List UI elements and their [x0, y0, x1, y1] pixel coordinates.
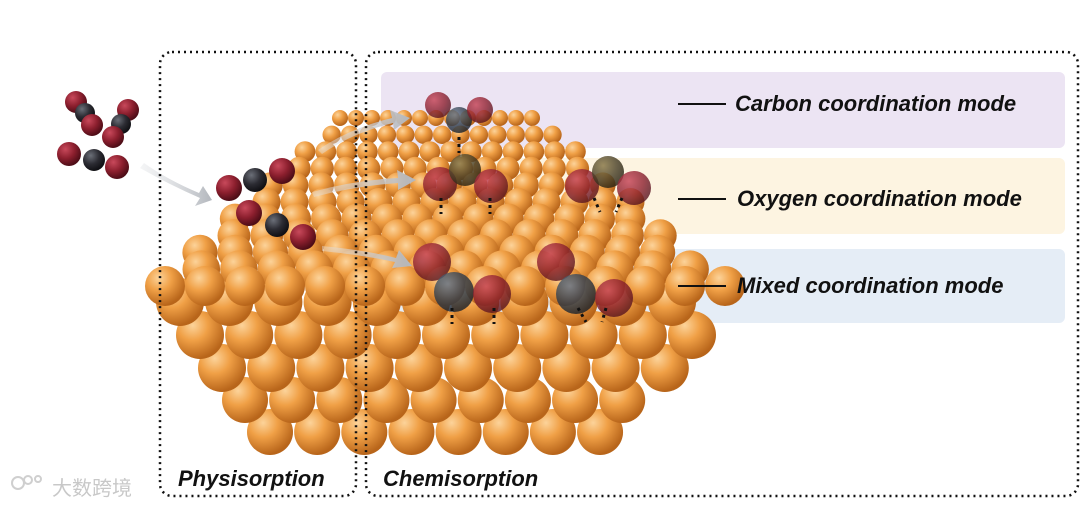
- co2-molecules: [57, 91, 651, 317]
- watermark-logo-icon: [11, 475, 42, 490]
- co2-molecule-icon: [57, 142, 129, 179]
- copper-atom: [543, 125, 562, 144]
- oxygen-atom: [467, 97, 493, 123]
- mixed-mode-label: Mixed coordination mode: [737, 273, 1004, 298]
- oxygen-atom: [423, 167, 457, 201]
- co2-molecule-icon: [537, 243, 633, 317]
- copper-atom: [482, 409, 529, 455]
- adsorption-arrow-icon: [318, 110, 410, 154]
- carbon-atom: [265, 213, 289, 237]
- copper-atom: [388, 409, 435, 455]
- oxygen-atom: [595, 279, 633, 317]
- oxygen-atom: [565, 169, 599, 203]
- oxygen-atom: [216, 175, 242, 201]
- co2-molecule-icon: [565, 156, 651, 205]
- co2-molecule-icon: [102, 99, 139, 148]
- co2-molecule-icon: [236, 200, 316, 250]
- oxygen-atom: [425, 92, 451, 118]
- oxygen-atom: [102, 126, 124, 148]
- copper-atom: [414, 125, 433, 144]
- copper-atom: [247, 409, 293, 455]
- chemisorption-box: [364, 50, 1080, 498]
- co2-molecule-icon: [65, 91, 103, 136]
- chemisorption-label: Chemisorption: [383, 466, 539, 491]
- copper-atom: [565, 141, 586, 163]
- copper-atom: [625, 266, 665, 306]
- copper-atom: [265, 266, 305, 306]
- copper-atom: [524, 125, 544, 144]
- copper-atom: [412, 110, 428, 126]
- copper-atom: [332, 110, 348, 126]
- copper-atom: [145, 266, 185, 306]
- copper-atom: [341, 409, 388, 455]
- adsorption-arrow-icon: [312, 170, 416, 197]
- oxygen-atom: [617, 171, 651, 205]
- copper-atom: [524, 110, 540, 126]
- oxygen-atom: [537, 243, 575, 281]
- copper-atom: [481, 141, 503, 163]
- copper-atom: [377, 141, 399, 163]
- watermark-text: 大数跨境: [52, 476, 132, 500]
- copper-atom: [398, 141, 420, 163]
- physisorption-label: Physisorption: [178, 466, 325, 491]
- copper-atom: [225, 266, 265, 306]
- carbon-atom: [592, 156, 624, 188]
- carbon-atom: [243, 168, 267, 192]
- copper-atom: [185, 266, 225, 306]
- oxygen-atom: [269, 158, 295, 184]
- oxygen-atom: [473, 275, 511, 313]
- carbon-mode-label: Carbon coordination mode: [735, 91, 1017, 116]
- oxygen-atom: [413, 243, 451, 281]
- copper-atom: [508, 110, 524, 126]
- physisorption-box: [158, 50, 358, 498]
- co2-molecule-icon: [216, 158, 295, 201]
- copper-atom: [336, 141, 357, 163]
- adsorption-arrows: [140, 110, 416, 268]
- copper-atom: [348, 110, 364, 126]
- copper-atom: [529, 409, 576, 455]
- oxygen-atom: [81, 114, 103, 136]
- copper-atom: [505, 266, 545, 306]
- copper-atom: [577, 409, 624, 455]
- carbon-atom: [434, 272, 474, 312]
- oxygen-mode-label: Oxygen coordination mode: [737, 186, 1022, 211]
- copper-atom: [305, 266, 345, 306]
- oxygen-atom: [105, 155, 129, 179]
- copper-atom: [502, 141, 524, 163]
- carbon-atom: [83, 149, 105, 171]
- copper-atom: [523, 141, 545, 163]
- oxygen-atom: [57, 142, 81, 166]
- co2-molecule-icon: [425, 92, 493, 133]
- co2-molecule-icon: [413, 243, 511, 313]
- co2-molecule-icon: [423, 154, 508, 203]
- copper-atom: [488, 125, 507, 144]
- coordination-bonds: [439, 137, 624, 324]
- copper-atom: [469, 125, 489, 144]
- carbon-atom: [556, 274, 596, 314]
- copper-atom: [377, 125, 397, 144]
- carbon-atom: [446, 107, 472, 133]
- adsorption-arrow-icon: [322, 246, 412, 268]
- oxygen-atom: [236, 200, 262, 226]
- copper-atom: [435, 409, 482, 455]
- copper-atom: [364, 110, 380, 126]
- adsorption-arrow-icon: [140, 163, 212, 206]
- copper-atom: [294, 141, 316, 163]
- copper-atom: [357, 141, 378, 163]
- copper-atom: [492, 110, 508, 126]
- copper-atom: [385, 266, 425, 306]
- copper-atom: [440, 141, 461, 163]
- copper-atom: [432, 125, 452, 144]
- carbon-atom: [449, 154, 481, 186]
- oxygen-atom: [474, 169, 508, 203]
- copper-atom: [294, 409, 341, 455]
- copper-atom: [396, 125, 415, 144]
- copper-atom: [544, 141, 565, 163]
- copper-atom: [506, 125, 525, 144]
- oxygen-atom: [290, 224, 316, 250]
- copper-atom: [419, 141, 441, 163]
